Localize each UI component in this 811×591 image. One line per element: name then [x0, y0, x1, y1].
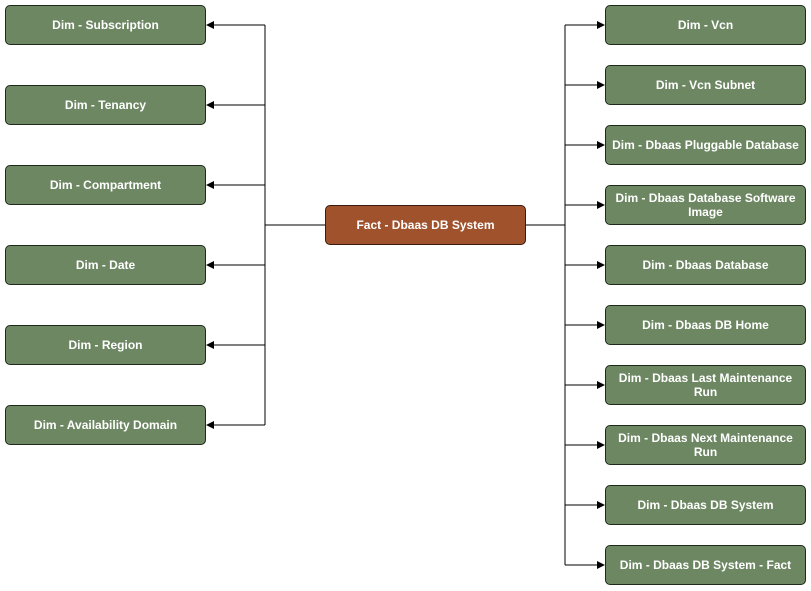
dim-node-dbaas-db-system[interactable]: Dim - Dbaas DB System [605, 485, 806, 525]
dim-node-dbaas-db-system-fact[interactable]: Dim - Dbaas DB System - Fact [605, 545, 806, 585]
dim-node-dbaas-db-home[interactable]: Dim - Dbaas DB Home [605, 305, 806, 345]
dim-node-vcn-subnet[interactable]: Dim - Vcn Subnet [605, 65, 806, 105]
dim-node-vcn[interactable]: Dim - Vcn [605, 5, 806, 45]
dim-node-region[interactable]: Dim - Region [5, 325, 206, 365]
dim-node-dbaas-database[interactable]: Dim - Dbaas Database [605, 245, 806, 285]
dim-node-dbaas-db-software-image[interactable]: Dim - Dbaas Database Software Image [605, 185, 806, 225]
dim-node-dbaas-last-maintenance-run[interactable]: Dim - Dbaas Last Maintenance Run [605, 365, 806, 405]
dim-node-availability-domain[interactable]: Dim - Availability Domain [5, 405, 206, 445]
dim-node-date[interactable]: Dim - Date [5, 245, 206, 285]
fact-node-dbaas-db-system[interactable]: Fact - Dbaas DB System [325, 205, 526, 245]
dim-node-tenancy[interactable]: Dim - Tenancy [5, 85, 206, 125]
dim-node-subscription[interactable]: Dim - Subscription [5, 5, 206, 45]
dim-node-dbaas-next-maintenance-run[interactable]: Dim - Dbaas Next Maintenance Run [605, 425, 806, 465]
dim-node-compartment[interactable]: Dim - Compartment [5, 165, 206, 205]
dim-node-dbaas-pluggable-database[interactable]: Dim - Dbaas Pluggable Database [605, 125, 806, 165]
